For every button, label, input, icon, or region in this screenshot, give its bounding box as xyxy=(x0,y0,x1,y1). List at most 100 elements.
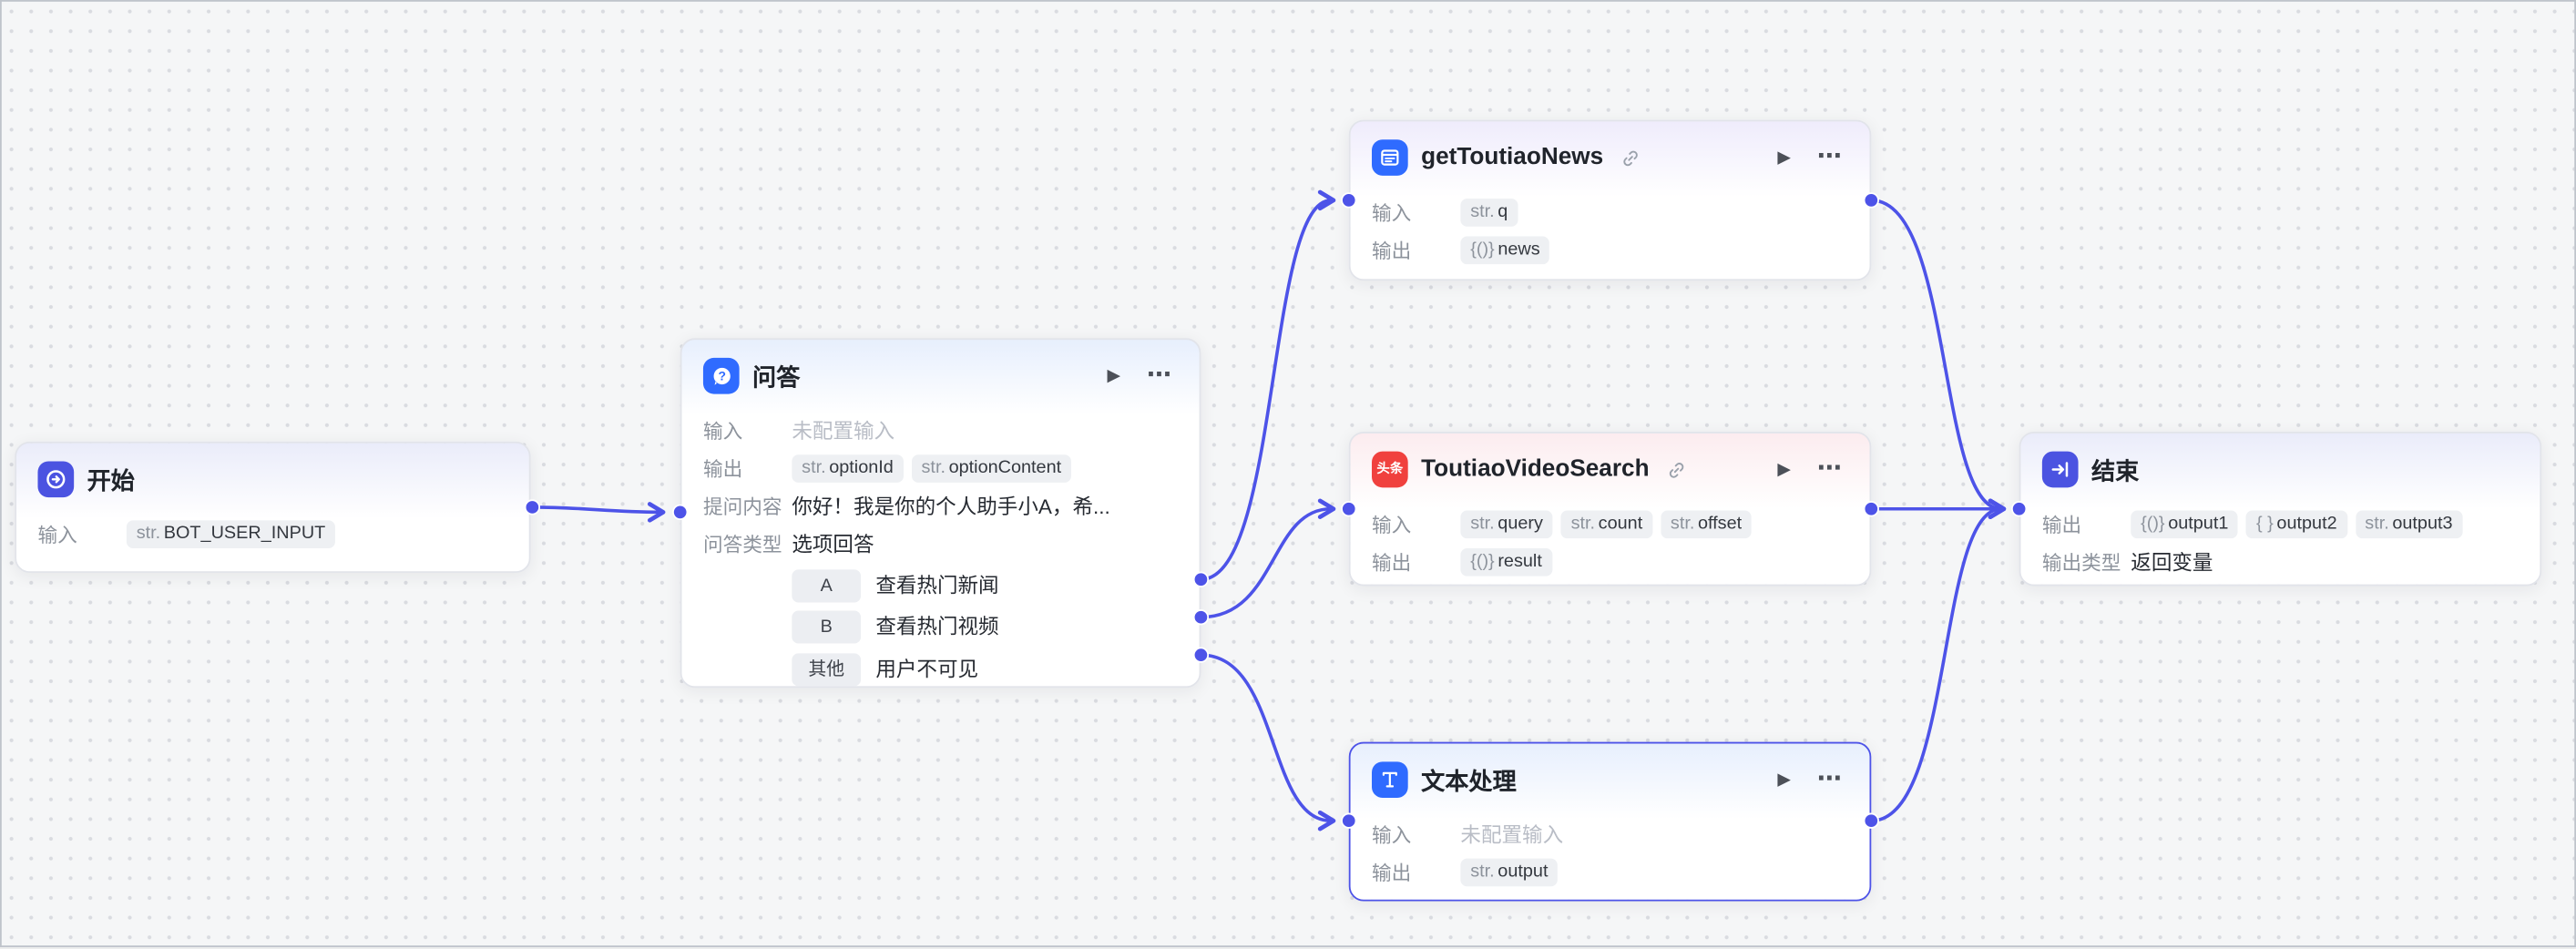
edge-news-to-end[interactable] xyxy=(1871,199,2007,519)
edge-qa-optionA-to-news[interactable] xyxy=(1201,189,1336,582)
row-label: 输入 xyxy=(37,523,77,547)
node-title: getToutiaoNews xyxy=(1421,144,1604,171)
edge-qa-optionB-to-video[interactable] xyxy=(1201,498,1336,619)
row-label: 输出 xyxy=(1372,862,1412,885)
option-row: B 查看热门视频 xyxy=(792,610,1178,644)
param-chip: str.count xyxy=(1560,510,1653,539)
node-news-header: getToutiaoNews ▶ ⋯ xyxy=(1351,121,1870,187)
output-type-value: 返回变量 xyxy=(2131,551,2213,575)
param-chips: {()}result xyxy=(1460,548,1552,577)
param-chip: str.output xyxy=(1460,858,1559,887)
node-qa-header: ? 问答 ▶ ⋯ xyxy=(681,340,1199,405)
node-end-header: 结束 xyxy=(2020,434,2540,499)
option-text: 用户不可见 xyxy=(875,657,979,681)
row-label: 输出 xyxy=(1372,240,1412,263)
option-row: A 查看热门新闻 xyxy=(792,568,1178,602)
param-chips: {()}news xyxy=(1460,236,1550,265)
param-row: 输入 str.q xyxy=(1372,199,1848,228)
row-label: 输入 xyxy=(1372,201,1412,225)
param-row: 输入 str.BOT_USER_INPUT xyxy=(37,520,507,549)
param-chip: { }output2 xyxy=(2246,510,2347,539)
node-text-process[interactable]: 文本处理 ▶ ⋯ 输入 未配置输入 输出 str.output xyxy=(1348,741,1872,902)
option-row: 其他 用户不可见 xyxy=(792,652,1178,686)
param-chip: str.optionId xyxy=(792,454,904,483)
param-chips: str.BOT_USER_INPUT xyxy=(126,520,336,549)
node-video-header: 头条 ToutiaoVideoSearch ▶ ⋯ xyxy=(1351,434,1870,499)
node-start-header: 开始 xyxy=(16,444,529,509)
node-title: ToutiaoVideoSearch xyxy=(1421,456,1650,483)
node-title: 结束 xyxy=(2090,458,2140,485)
option-text: 查看热门视频 xyxy=(875,615,999,639)
run-node-button[interactable]: ▶ xyxy=(1777,148,1791,168)
param-row: 输出 {()}result xyxy=(1372,548,1848,577)
news-plugin-icon xyxy=(1372,139,1408,176)
api-link-icon xyxy=(1666,459,1687,480)
question-bubble-icon: ? xyxy=(702,357,740,394)
row-value-muted: 未配置输入 xyxy=(1460,823,1564,848)
run-node-button[interactable]: ▶ xyxy=(1777,770,1791,790)
param-chip: str.output3 xyxy=(2355,510,2463,539)
text-process-icon xyxy=(1372,761,1408,798)
param-chip: {()}result xyxy=(1460,548,1552,577)
param-row: 输出类型 返回变量 xyxy=(2042,548,2519,577)
param-row: 输入 未配置输入 xyxy=(1372,821,1848,850)
row-label: 问答类型 xyxy=(702,533,782,557)
param-chip: str.q xyxy=(1460,199,1518,227)
start-icon xyxy=(37,461,75,498)
edge-qa-other-to-text[interactable] xyxy=(1201,653,1336,832)
param-row: 提问内容 你好！我是你的个人助手小A，希... xyxy=(703,493,1178,522)
param-chips: str.q xyxy=(1460,199,1518,227)
option-text: 查看热门新闻 xyxy=(875,573,999,597)
param-row: 输出 str.output xyxy=(1372,858,1848,888)
svg-text:?: ? xyxy=(718,368,725,383)
param-chip: {()}output1 xyxy=(2131,510,2239,539)
param-chip: str.query xyxy=(1460,510,1553,539)
param-chips: str.output xyxy=(1460,858,1559,887)
param-chip: str.offset xyxy=(1661,510,1752,539)
toutiao-logo-icon: 头条 xyxy=(1372,451,1408,488)
node-title: 开始 xyxy=(87,468,135,495)
node-title: 问答 xyxy=(752,365,801,392)
param-chip: str.optionContent xyxy=(911,454,1071,483)
param-row: 输入 未配置输入 xyxy=(703,417,1178,446)
node-end[interactable]: 结束 输出 {()}output1{ }output2 str.output3 输… xyxy=(2019,432,2542,587)
end-icon xyxy=(2041,451,2079,488)
node-text-header: 文本处理 ▶ ⋯ xyxy=(1351,743,1870,809)
param-chips: {()}output1{ }output2 str.output3 xyxy=(2131,510,2463,539)
option-badge: A xyxy=(792,568,862,602)
row-label: 输出 xyxy=(1372,551,1412,575)
row-label: 输入 xyxy=(702,420,743,444)
param-row: 问答类型 选项回答 xyxy=(703,530,1178,559)
param-row: 输出 {()}news xyxy=(1372,236,1848,266)
run-node-button[interactable]: ▶ xyxy=(1777,459,1791,480)
node-title: 文本处理 xyxy=(1421,769,1517,796)
node-more-button[interactable]: ⋯ xyxy=(1816,764,1842,793)
api-link-icon xyxy=(1620,147,1641,168)
node-start[interactable]: 开始 输入 str.BOT_USER_INPUT xyxy=(15,441,531,574)
row-label: 输入 xyxy=(1372,823,1412,848)
node-more-button[interactable]: ⋯ xyxy=(1816,142,1842,171)
edge-start-to-qa[interactable] xyxy=(532,502,666,523)
answer-type: 选项回答 xyxy=(792,533,874,557)
row-value-muted: 未配置输入 xyxy=(792,420,895,444)
row-label: 输出 xyxy=(2041,514,2082,537)
node-more-button[interactable]: ⋯ xyxy=(1816,454,1842,483)
row-label: 输出 xyxy=(702,457,743,482)
option-badge: 其他 xyxy=(792,652,862,686)
edge-text-to-end[interactable] xyxy=(1871,498,2007,823)
row-label: 输入 xyxy=(1372,514,1412,537)
node-more-button[interactable]: ⋯ xyxy=(1146,361,1171,390)
run-node-button[interactable]: ▶ xyxy=(1107,365,1121,386)
question-content: 你好！我是你的个人助手小A，希... xyxy=(792,495,1110,519)
row-label: 输出类型 xyxy=(2041,551,2121,575)
node-get-toutiao-news[interactable]: getToutiaoNews ▶ ⋯ 输入 str.q 输出 {()}news xyxy=(1348,119,1872,281)
param-chip: {()}news xyxy=(1460,236,1550,265)
param-row: 输出 {()}output1{ }output2 str.output3 xyxy=(2041,510,2519,540)
row-label: 提问内容 xyxy=(702,495,782,519)
